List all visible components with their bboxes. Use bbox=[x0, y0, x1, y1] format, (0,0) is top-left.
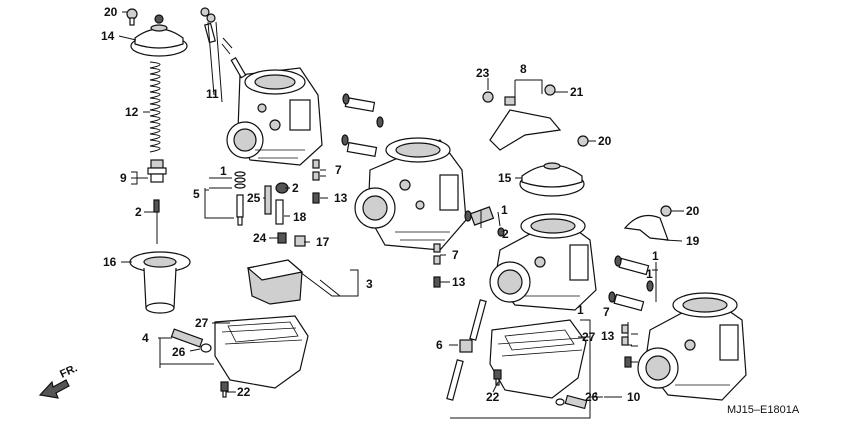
callout-8: 8 bbox=[520, 62, 527, 76]
carburetor-body-1 bbox=[226, 67, 323, 166]
main-jet-24 bbox=[277, 232, 287, 244]
callout-2: 2 bbox=[135, 205, 142, 219]
callout-26: 26 bbox=[172, 345, 186, 359]
slow-jet-25 bbox=[264, 185, 272, 215]
plug-17 bbox=[294, 235, 306, 247]
fuel-joint-1-center bbox=[464, 206, 505, 237]
callout-7c: 7 bbox=[603, 305, 610, 319]
callout-16: 16 bbox=[103, 255, 117, 269]
callout-1e: 1 bbox=[577, 303, 584, 317]
front-label: FR. bbox=[58, 362, 79, 380]
jets-7-13-upper bbox=[312, 159, 320, 204]
callout-9: 9 bbox=[120, 171, 127, 185]
callout-2b: 2 bbox=[292, 181, 299, 195]
bracket-19 bbox=[623, 205, 672, 241]
callout-18: 18 bbox=[293, 210, 307, 224]
top-cover-screw bbox=[126, 8, 138, 26]
callout-20: 20 bbox=[104, 5, 118, 19]
callout-1b: 1 bbox=[501, 203, 508, 217]
callout-4: 4 bbox=[142, 331, 149, 345]
callout-7b: 7 bbox=[452, 248, 459, 262]
jets-7-13-right bbox=[621, 324, 632, 368]
callout-19: 19 bbox=[686, 234, 700, 248]
callout-20b: 20 bbox=[598, 134, 612, 148]
front-arrow-icon bbox=[38, 379, 70, 399]
screw-20-right bbox=[577, 135, 589, 147]
carburetor-body-3 bbox=[489, 213, 597, 311]
callout-14: 14 bbox=[101, 29, 115, 43]
callout-1c: 1 bbox=[652, 249, 659, 263]
fuel-joint-tubes-right bbox=[608, 255, 654, 312]
callout-27b: 27 bbox=[582, 330, 596, 344]
needle-jet-18 bbox=[275, 199, 284, 225]
callout-1d: 1 bbox=[646, 267, 653, 281]
callout-22: 22 bbox=[237, 385, 251, 399]
chamber-screw-22 bbox=[220, 381, 229, 398]
drain-screw-right bbox=[555, 394, 588, 410]
float-chamber-2 bbox=[489, 319, 587, 399]
callout-13c: 13 bbox=[601, 329, 615, 343]
callout-23: 23 bbox=[476, 66, 490, 80]
callout-27: 27 bbox=[195, 316, 209, 330]
callout-7: 7 bbox=[335, 163, 342, 177]
drain-screw-4 bbox=[170, 328, 204, 348]
jet-needle-2 bbox=[153, 199, 160, 244]
leader-lines bbox=[118, 11, 684, 419]
carburetor-body-2 bbox=[354, 137, 467, 251]
callout-13b: 13 bbox=[452, 275, 466, 289]
callout-5: 5 bbox=[193, 187, 200, 201]
spring-12 bbox=[149, 61, 161, 153]
callout-10: 10 bbox=[627, 390, 641, 404]
callout-6: 6 bbox=[436, 338, 443, 352]
top-cover-15 bbox=[519, 162, 585, 197]
screw-set-11 bbox=[200, 7, 247, 79]
screw-assembly-6 bbox=[446, 299, 487, 401]
float-chamber-1 bbox=[214, 315, 309, 389]
pilot-screw-set-5 bbox=[234, 171, 246, 226]
callout-26b: 26 bbox=[585, 390, 599, 404]
callout-11: 11 bbox=[206, 87, 219, 101]
callout-15: 15 bbox=[498, 171, 512, 185]
diagram-code: MJ15–E1801A bbox=[727, 404, 800, 416]
jets-7-13-center bbox=[433, 243, 441, 288]
callout-17: 17 bbox=[316, 235, 330, 249]
bracket-8 bbox=[482, 84, 562, 151]
carburetor-body-4 bbox=[637, 292, 747, 401]
callout-2c: 2 bbox=[502, 227, 509, 241]
top-cover-14 bbox=[130, 14, 188, 57]
diaphragm-16 bbox=[129, 251, 191, 314]
callout-25: 25 bbox=[247, 191, 261, 205]
callout-12: 12 bbox=[125, 105, 139, 119]
oring-26 bbox=[200, 343, 212, 353]
callout-21: 21 bbox=[570, 85, 584, 99]
callout-labels: 20 14 12 9 2 16 11 1 5 25 2 18 24 17 3 2… bbox=[101, 5, 700, 404]
callout-22b: 22 bbox=[486, 390, 500, 404]
needle-holder-9 bbox=[147, 159, 167, 183]
callout-3: 3 bbox=[366, 277, 373, 291]
callout-13: 13 bbox=[334, 191, 348, 205]
callout-1: 1 bbox=[220, 164, 227, 178]
callout-20c: 20 bbox=[686, 204, 700, 218]
fuel-joint-tubes-upper bbox=[341, 93, 384, 158]
callout-24: 24 bbox=[253, 231, 267, 245]
float-3 bbox=[246, 259, 341, 305]
